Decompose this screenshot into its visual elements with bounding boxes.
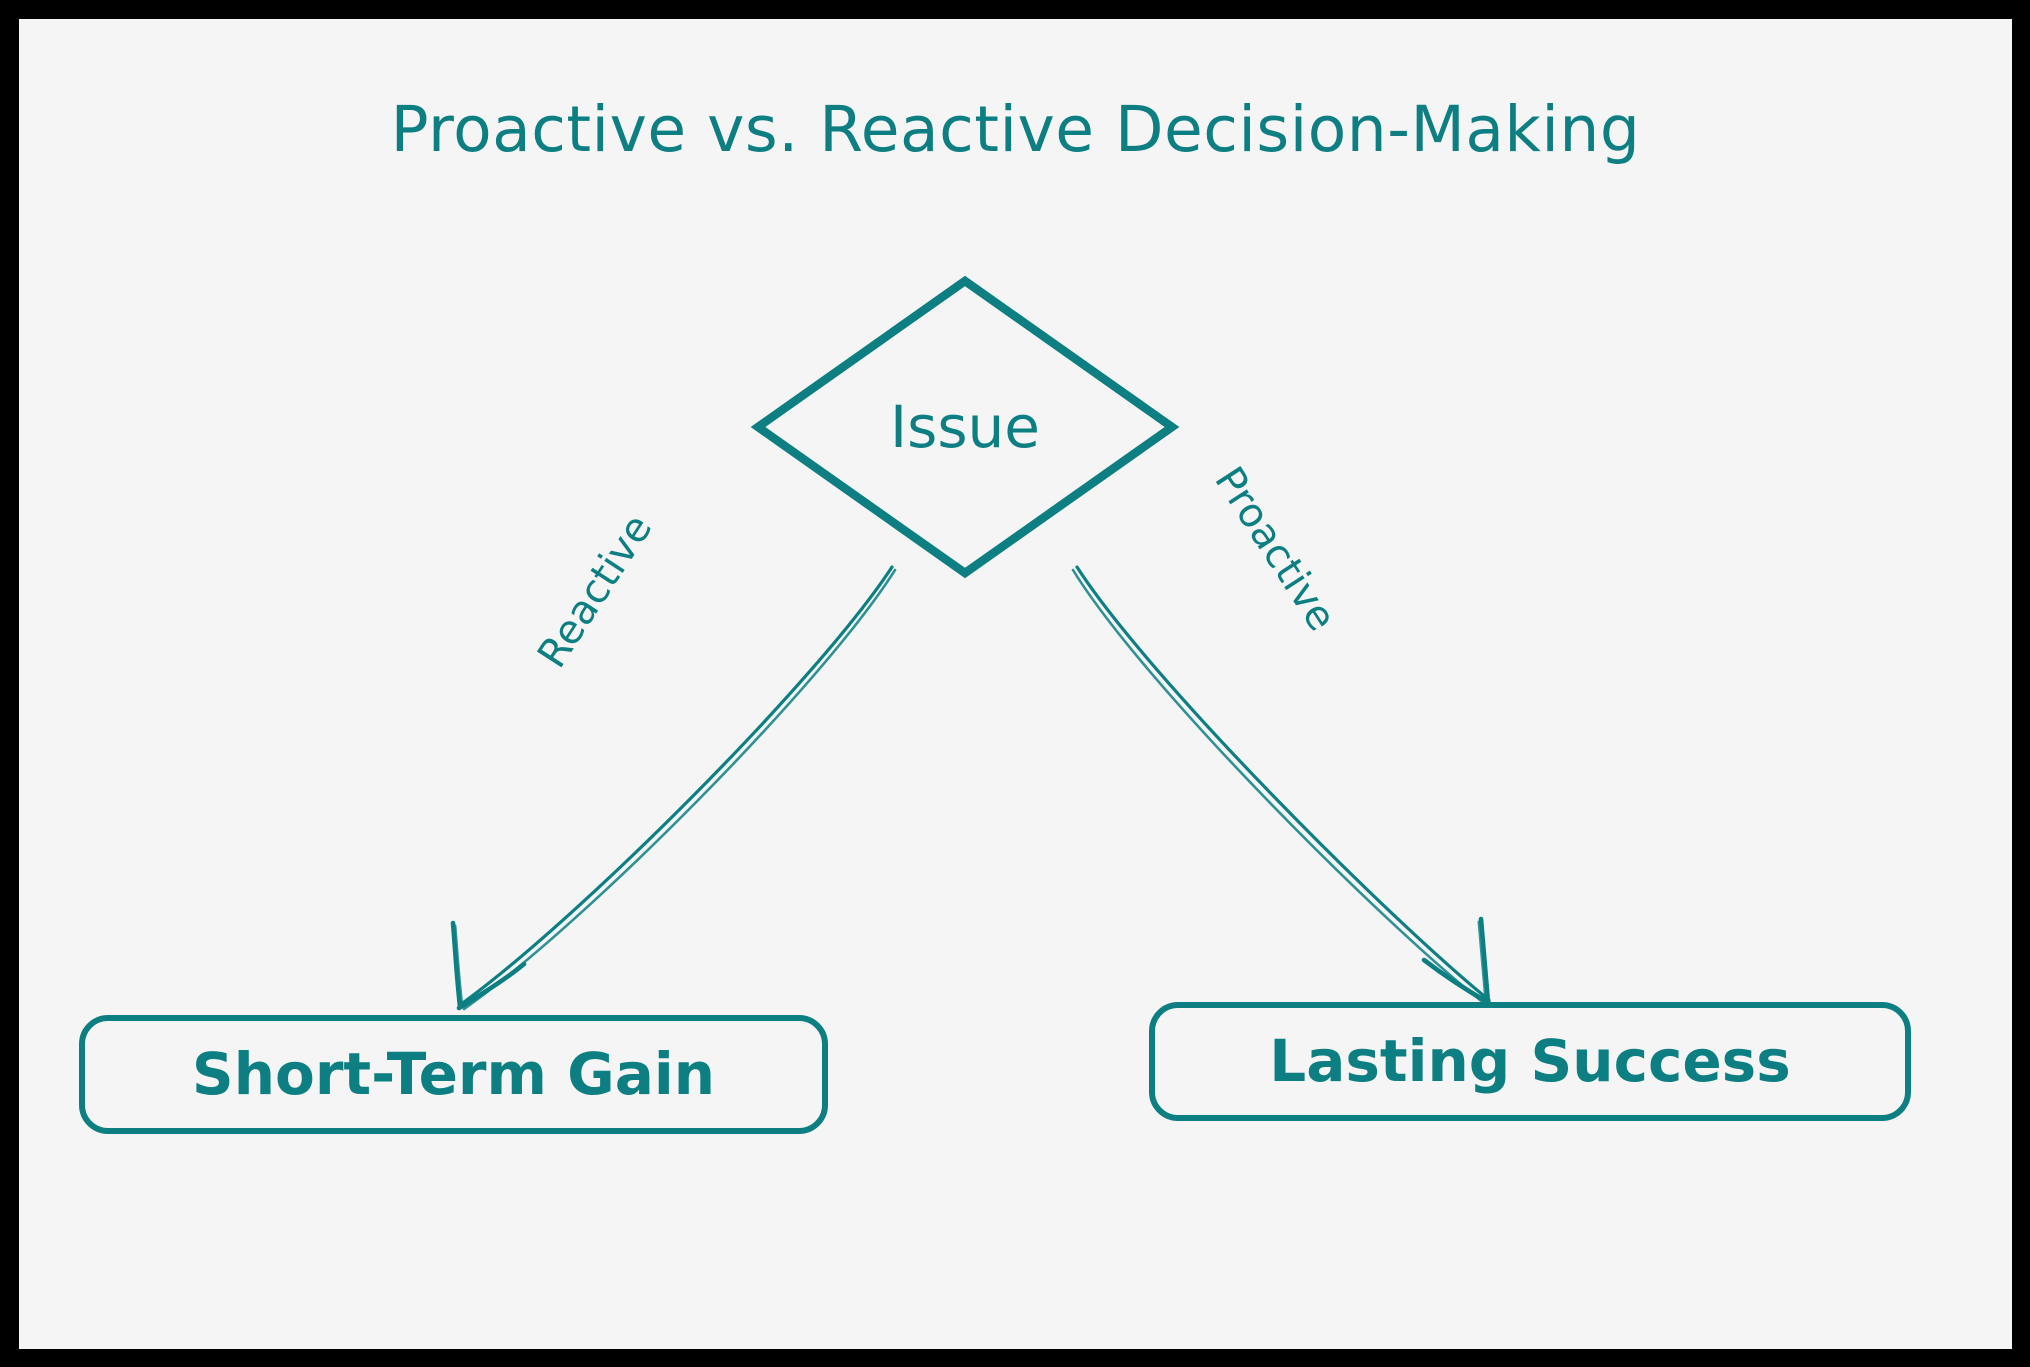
edge-proactive-arrowhead-right bbox=[1478, 916, 1491, 1005]
edge-reactive-arrowhead-right bbox=[456, 961, 527, 1011]
edge-reactive-arrowhead-left bbox=[450, 920, 463, 1010]
node-short-term-gain-shape bbox=[79, 1015, 828, 1134]
node-short-term-gain[interactable] bbox=[79, 1015, 828, 1134]
edge-proactive[interactable] bbox=[1071, 565, 1492, 1006]
page-title: Proactive vs. Reactive Decision-Making bbox=[390, 93, 1641, 166]
node-lasting-success-shape bbox=[1149, 1002, 1911, 1121]
edge-reactive-arrowhead-left-2 bbox=[453, 924, 464, 1008]
edge-proactive-line-a bbox=[1075, 565, 1491, 1002]
edge-reactive-line-a bbox=[458, 565, 894, 1007]
node-issue-diamond-shape bbox=[750, 275, 1180, 579]
diagram-shapes-layer bbox=[79, 275, 1911, 1134]
node-lasting-success[interactable] bbox=[1149, 1002, 1911, 1121]
edge-proactive-arrowhead-right-2 bbox=[1477, 920, 1488, 1005]
diagram-canvas: Proactive vs. Reactive Decision-Making bbox=[19, 19, 2012, 1349]
edge-reactive-line-b bbox=[462, 568, 897, 1011]
edge-reactive[interactable] bbox=[450, 565, 897, 1011]
edge-proactive-line-b bbox=[1071, 568, 1487, 1006]
node-issue[interactable] bbox=[750, 275, 1180, 579]
edge-proactive-arrowhead-left bbox=[1421, 957, 1492, 1006]
